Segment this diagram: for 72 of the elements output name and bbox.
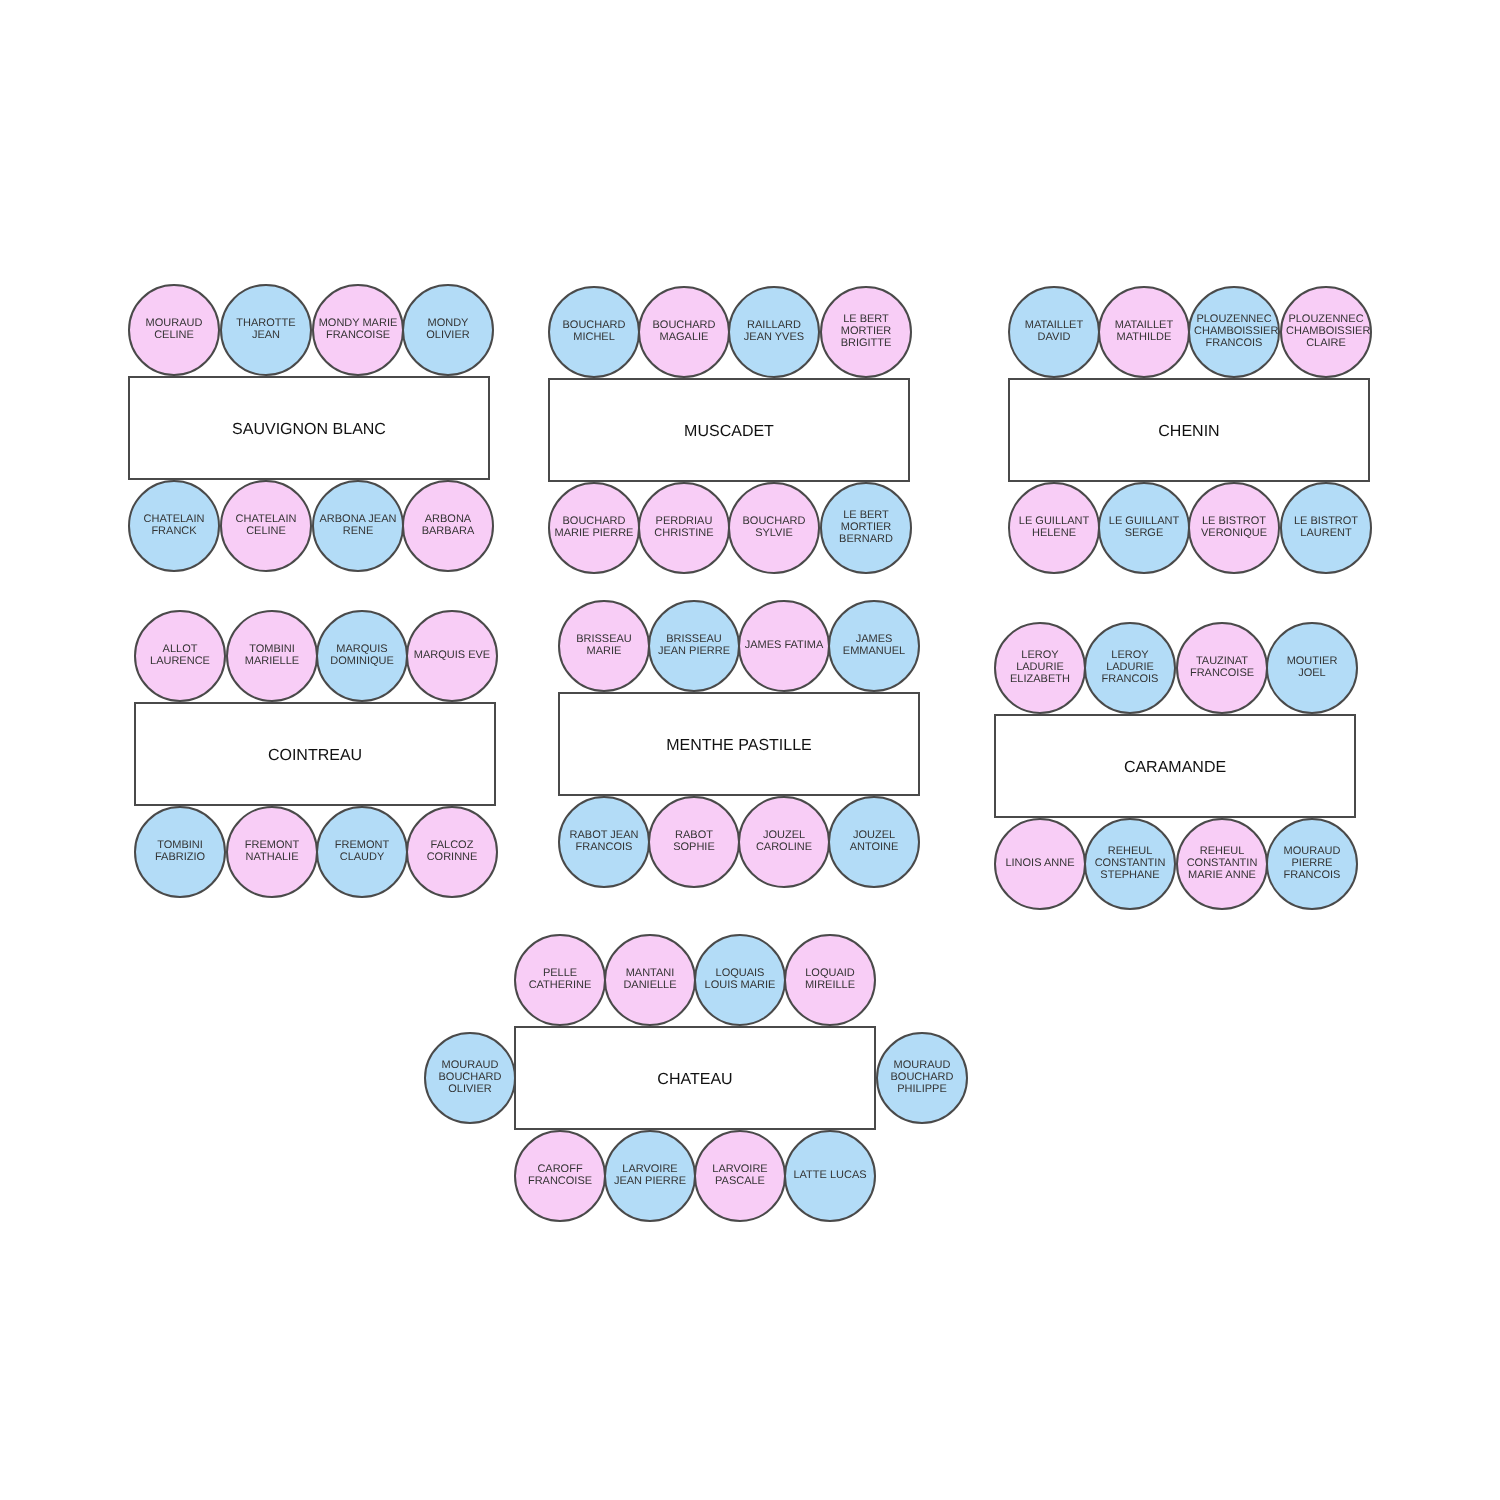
table-name: CHATEAU [657, 1069, 733, 1087]
seat-circle [820, 482, 912, 574]
seat-circle [784, 1130, 876, 1222]
table-rect [548, 378, 910, 482]
seat-circle [994, 622, 1086, 714]
seat-circle [694, 1130, 786, 1222]
seat-circle [784, 934, 876, 1026]
seat-circle [514, 934, 606, 1026]
seat-circle [1098, 286, 1190, 378]
table-name: CARAMANDE [1123, 757, 1227, 775]
table-name: SAUVIGNON BLANC [232, 419, 386, 437]
seat-circle [220, 284, 312, 376]
table-name: MUSCADET [684, 421, 774, 439]
seat-circle [1098, 482, 1190, 574]
seat-circle [604, 934, 696, 1026]
seat-circle [402, 284, 494, 376]
seat-circle [558, 600, 650, 692]
seat-circle [1008, 286, 1100, 378]
seat-circle [738, 796, 830, 888]
seat-circle [604, 1130, 696, 1222]
seat-circle [828, 600, 920, 692]
seat-circle [648, 796, 740, 888]
table-name: MENTHE PASTILLE [666, 735, 812, 753]
seat-circle [876, 1032, 968, 1124]
seat-circle [638, 482, 730, 574]
seat-circle [1176, 818, 1268, 910]
seat-circle [134, 610, 226, 702]
seat-circle [1188, 482, 1280, 574]
seat-circle [1266, 622, 1358, 714]
seat-circle [638, 286, 730, 378]
seat-circle [1176, 622, 1268, 714]
table-rect [994, 714, 1356, 818]
seat-circle [406, 806, 498, 898]
seat-circle [648, 600, 740, 692]
seat-circle [738, 600, 830, 692]
seat-circle [316, 806, 408, 898]
seat-circle [548, 482, 640, 574]
table-rect [558, 692, 920, 796]
table-rect [128, 376, 490, 480]
seat-circle [1280, 482, 1372, 574]
seat-circle [694, 934, 786, 1026]
seat-circle [316, 610, 408, 702]
seat-circle [820, 286, 912, 378]
seat-circle [728, 482, 820, 574]
seat-circle [1266, 818, 1358, 910]
seat-circle [406, 610, 498, 702]
seat-circle [1280, 286, 1372, 378]
seat-circle [134, 806, 226, 898]
table-name: COINTREAU [267, 745, 363, 763]
seat-circle [226, 610, 318, 702]
seat-circle [220, 480, 312, 572]
seat-circle [994, 818, 1086, 910]
seat-circle [558, 796, 650, 888]
seat-circle [128, 480, 220, 572]
seat-circle [514, 1130, 606, 1222]
seat-circle [226, 806, 318, 898]
seat-circle [128, 284, 220, 376]
seat-circle [1084, 818, 1176, 910]
seat-circle [402, 480, 494, 572]
table-rect [514, 1026, 876, 1130]
seat-circle [1008, 482, 1100, 574]
seat-circle [1084, 622, 1176, 714]
seat-circle [1188, 286, 1280, 378]
table-name: CHENIN [1158, 421, 1220, 439]
seat-circle [312, 284, 404, 376]
seat-circle [548, 286, 640, 378]
seat-circle [728, 286, 820, 378]
table-rect [1008, 378, 1370, 482]
seat-circle [424, 1032, 516, 1124]
seat-circle [828, 796, 920, 888]
seat-circle [312, 480, 404, 572]
table-rect [134, 702, 496, 806]
